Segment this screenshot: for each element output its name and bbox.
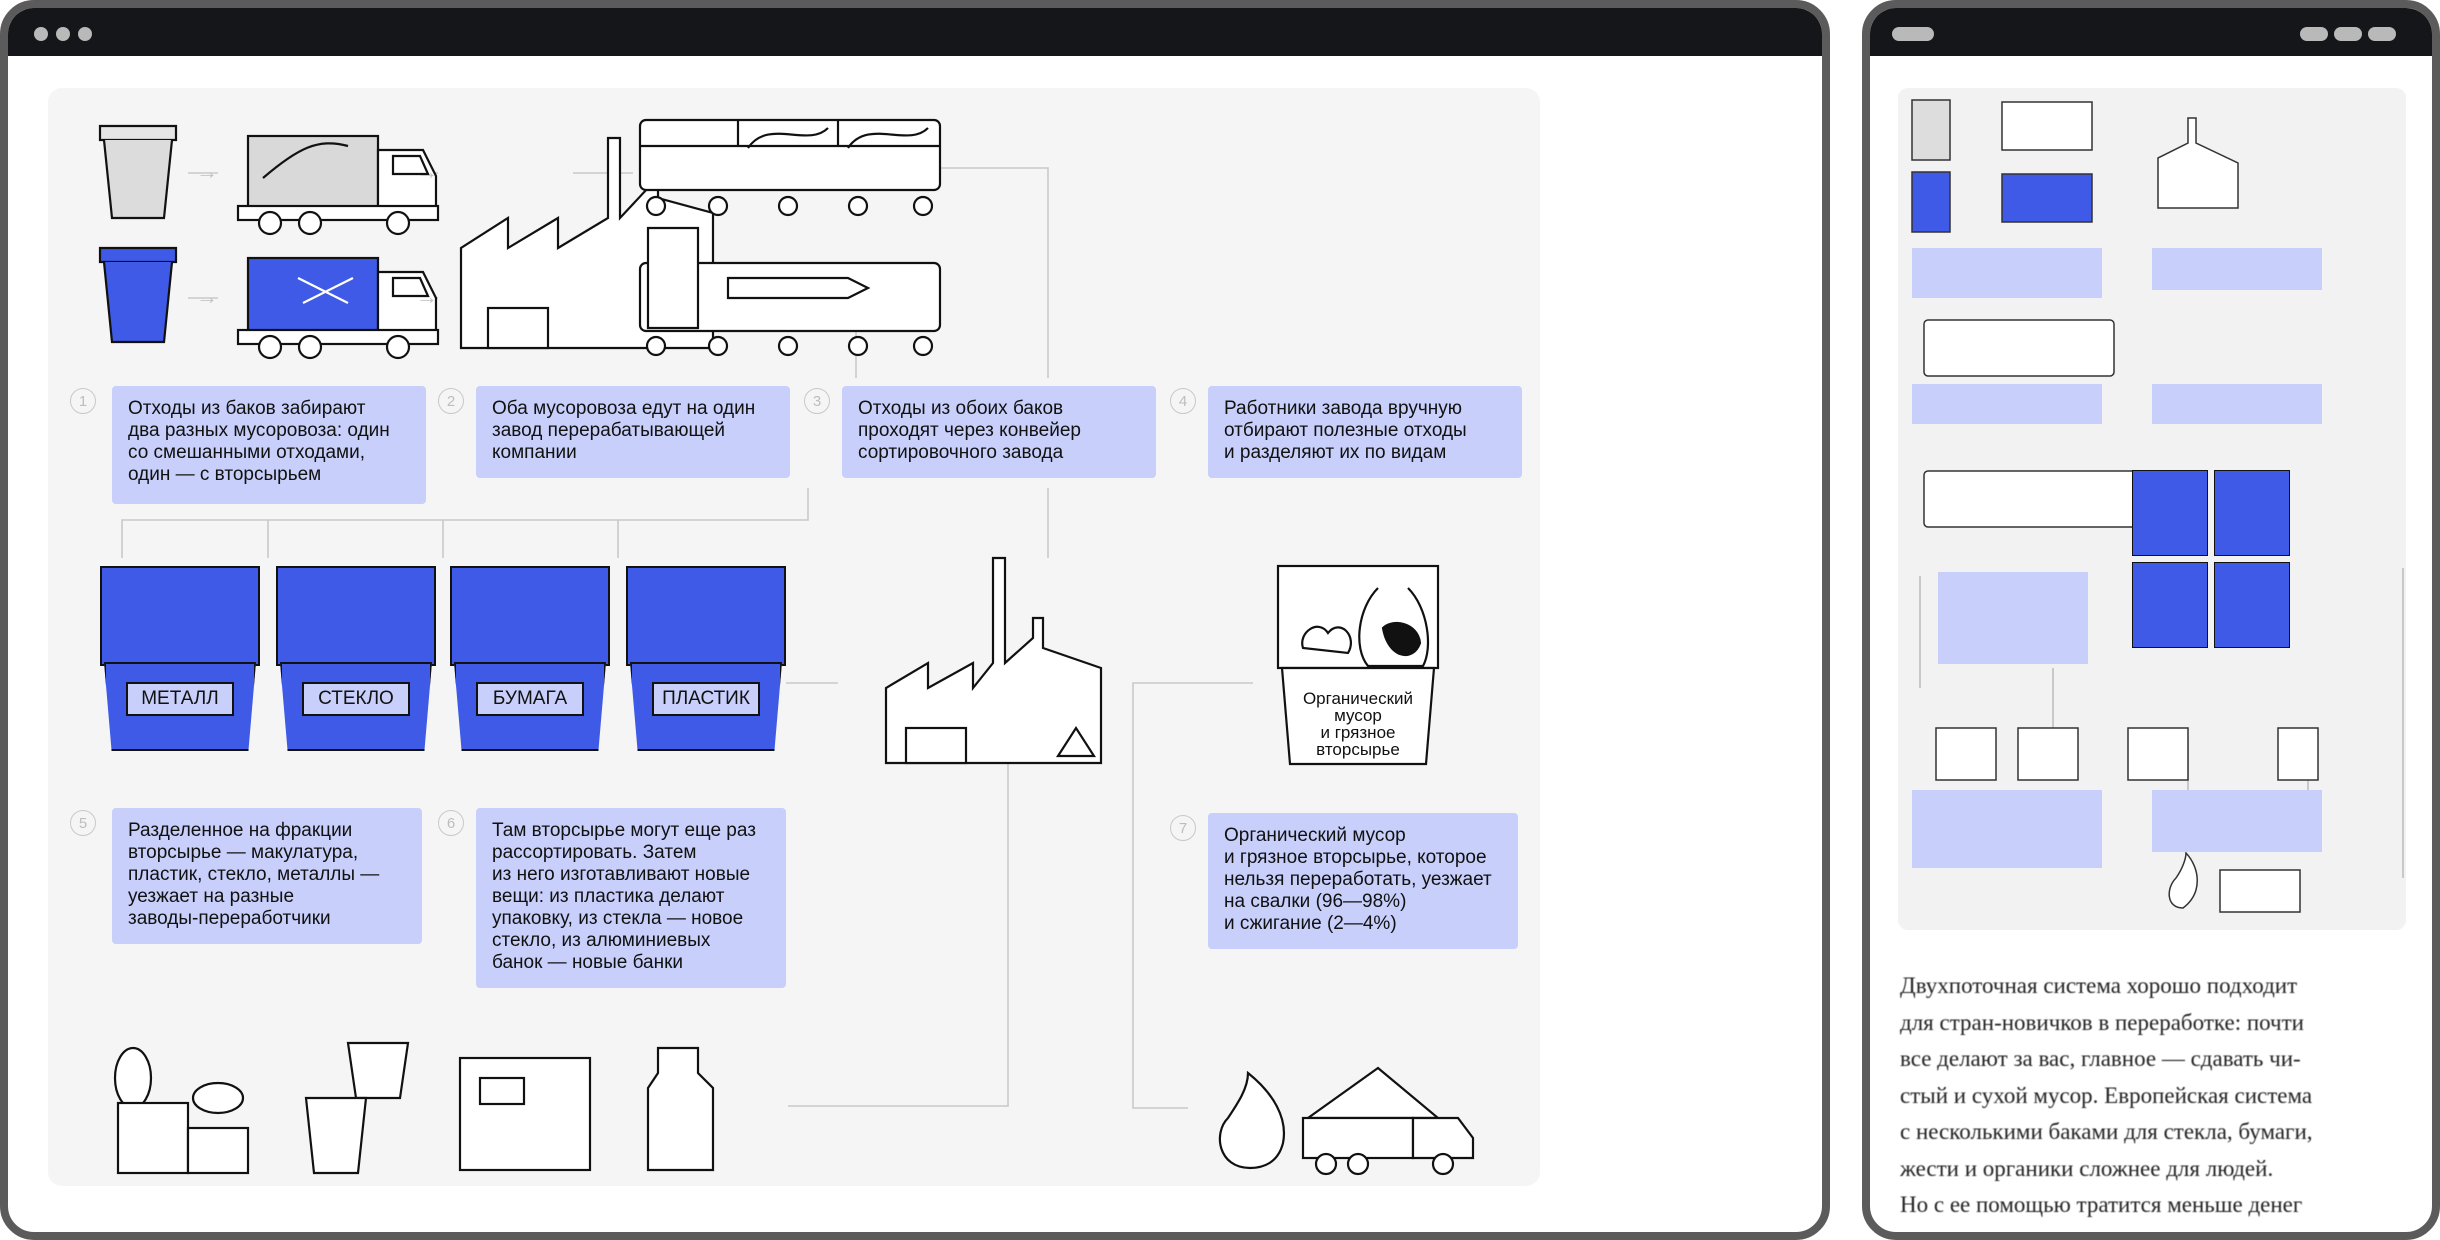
fire-icon: [1218, 1070, 1286, 1170]
mobile-diagram-thumbnail: [1898, 88, 2406, 930]
window-dot-icon[interactable]: [2300, 27, 2328, 41]
conveyor-belt-icon: [638, 226, 942, 357]
recycling-truck-icon: [236, 256, 440, 360]
arrow-right-icon: →: [196, 159, 218, 184]
mobile-bin: [2214, 470, 2290, 556]
metal-bin: МЕТАЛЛ: [100, 566, 260, 751]
newspaper-icon: [458, 1056, 592, 1172]
garbage-truck-icon: [236, 134, 440, 236]
window-dot-icon[interactable]: [78, 27, 92, 41]
recycling-factory-icon: [884, 556, 1103, 765]
desktop-window: → → → → 1 Отходы из баков забирают два р…: [0, 0, 1830, 1240]
gray-bin-icon: [98, 124, 178, 220]
arrow-right-icon: →: [196, 284, 218, 309]
window-dot-icon[interactable]: [34, 27, 48, 41]
arrow-right-icon: →: [416, 159, 438, 184]
conveyor-belt-icon: [638, 118, 942, 217]
article-line: жести и органики сложнее для людей.: [1900, 1155, 2274, 1181]
blue-bin-icon: [98, 246, 178, 344]
window-dot-icon[interactable]: [2368, 27, 2396, 41]
bin-label: ПЛАСТИК: [652, 682, 760, 716]
bin-label: БУМАГА: [476, 682, 584, 716]
mobile-titlebar: [1870, 8, 2432, 56]
mobile-bin: [2132, 562, 2208, 648]
mobile-bin: [2214, 562, 2290, 648]
organic-bin-label: Органический мусор и грязное вторсырье: [1302, 689, 1414, 759]
step-callout-3: Отходы из обоих баков проходят через кон…: [842, 386, 1156, 478]
step-number: 4: [1170, 388, 1196, 414]
mobile-diagram-illustrations: [1911, 99, 2404, 913]
mobile-window: Двухпоточная система хорошо подходит для…: [1862, 0, 2440, 1240]
organic-bin-icon: [1276, 564, 1440, 766]
connector-line: [788, 688, 1009, 1107]
step-callout-1: Отходы из баков забирают два разных мусо…: [112, 386, 426, 504]
arrow-right-icon: →: [416, 284, 438, 309]
step-number: 5: [70, 810, 96, 836]
desktop-titlebar: [8, 8, 1822, 56]
glass-cups-icon: [304, 1041, 410, 1175]
window-dot-icon[interactable]: [2334, 27, 2362, 41]
connector-line: [121, 488, 809, 558]
window-pill-icon[interactable]: [1892, 27, 1934, 41]
step-callout-5: Разделенное на фракции вторсырье — макул…: [112, 808, 422, 944]
diagram-illustrations: [98, 118, 1475, 1176]
recycle-icon: [1055, 725, 1097, 758]
bin-label: МЕТАЛЛ: [126, 682, 234, 716]
step-callout-6: Там вторсырье могут еще раз рассортирова…: [476, 808, 786, 988]
step-number: 6: [438, 810, 464, 836]
step-callout-4: Работники завода вручную отбирают полезн…: [1208, 386, 1522, 478]
article-line: стый и сухой мусор. Европейская система: [1900, 1082, 2313, 1108]
window-dot-icon[interactable]: [56, 27, 70, 41]
article-line: с несколькими баками для стекла, бумаги,: [1900, 1119, 2313, 1144]
glass-bin: СТЕКЛО: [276, 566, 436, 751]
step-number: 7: [1170, 815, 1196, 841]
step-number: 1: [70, 388, 96, 414]
paper-bag-icon: [646, 1046, 715, 1172]
step-number: 2: [438, 388, 464, 414]
recycling-diagram: → → → → 1 Отходы из баков забирают два р…: [48, 88, 1540, 1186]
article-line: все делают за вас, главное — сдавать чи-: [1900, 1046, 2301, 1071]
article-line: для стран-новичков в переработке: почти: [1900, 1009, 2304, 1035]
article-paragraph: Двухпоточная система хорошо подходит для…: [1900, 968, 2400, 1224]
step-callout-2: Оба мусоровоза едут на один завод перера…: [476, 386, 790, 478]
paper-bin: БУМАГА: [450, 566, 610, 751]
plastic-bin: ПЛАСТИК: [626, 566, 786, 751]
bin-label: СТЕКЛО: [302, 682, 410, 716]
cans-icon: [113, 1046, 250, 1175]
mobile-bin: [2132, 470, 2208, 556]
step-callout-7: Органический мусор и грязное вторсырье, …: [1208, 813, 1518, 949]
article-line: Но с ее помощью тратится меньше денег: [1900, 1192, 2303, 1217]
article-line: Двухпоточная система хорошо подходит: [1900, 973, 2298, 998]
step-number: 3: [804, 388, 830, 414]
connector-line: [1132, 682, 1253, 1109]
dump-truck-icon: [1301, 1066, 1475, 1176]
